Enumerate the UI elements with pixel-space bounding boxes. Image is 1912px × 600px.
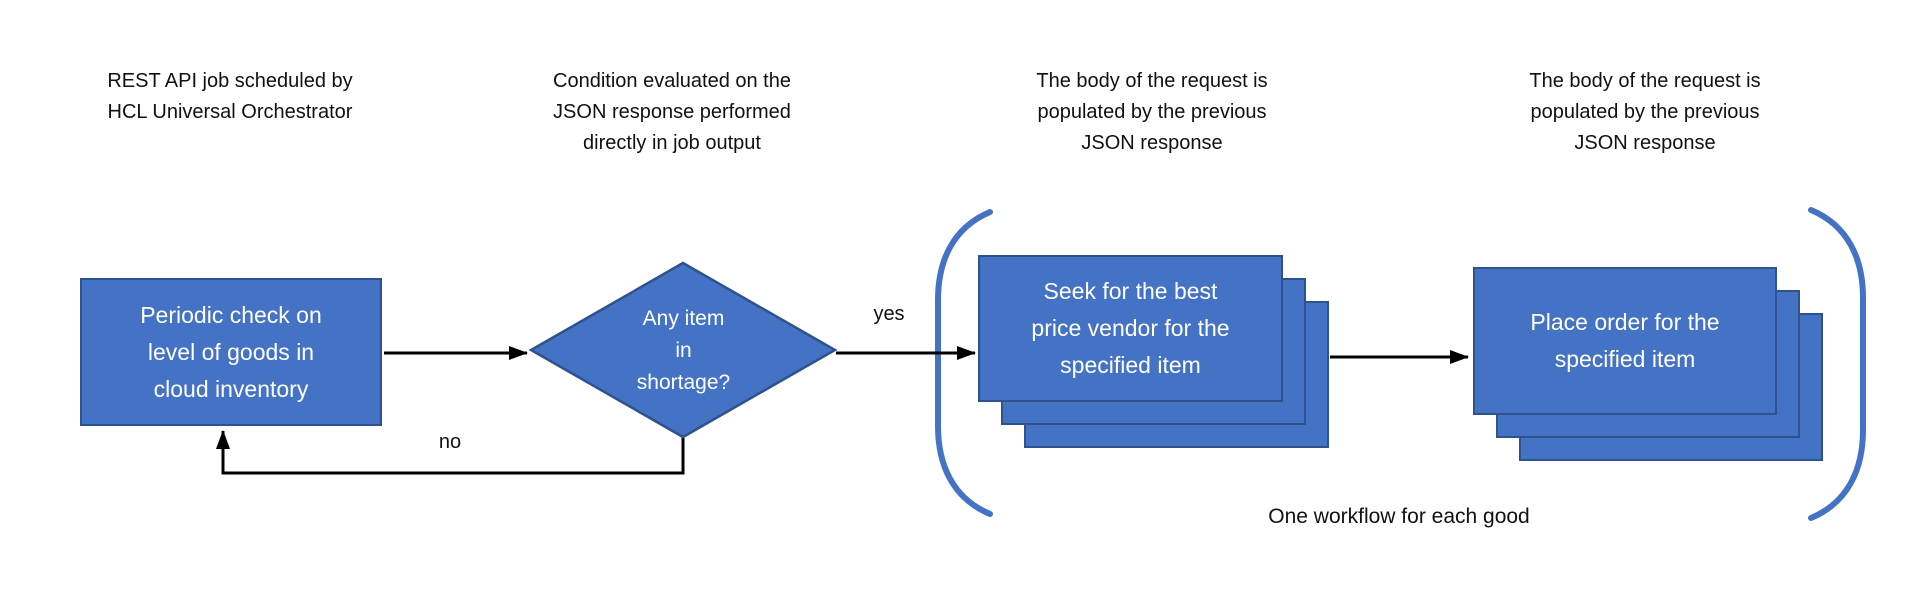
- node-periodic-check: Periodic check on level of goods in clou…: [80, 278, 382, 426]
- caption-one-workflow: One workflow for each good: [1268, 505, 1530, 528]
- edge-label-no: no: [438, 431, 462, 453]
- right-bracket: [1808, 207, 1866, 521]
- annotation-request-body-place: The body of the request is populated by …: [1529, 70, 1761, 154]
- annotation-condition-evaluated: Condition evaluated on the JSON response…: [553, 70, 791, 154]
- annotation-rest-api-job: REST API job scheduled by HCL Universal …: [107, 70, 353, 123]
- node-seek-vendor: Seek for the best price vendor for the s…: [978, 255, 1283, 402]
- left-bracket: [935, 209, 993, 517]
- node-place-order: Place order for the specified item: [1473, 267, 1777, 415]
- decision-diamond-shape: [528, 261, 838, 439]
- edge-label-yes: yes: [873, 303, 905, 325]
- annotation-request-body-seek: The body of the request is populated by …: [1036, 70, 1268, 154]
- node-decision-label: Any item in shortage?: [636, 306, 731, 394]
- no-loop-connector: [216, 430, 685, 475]
